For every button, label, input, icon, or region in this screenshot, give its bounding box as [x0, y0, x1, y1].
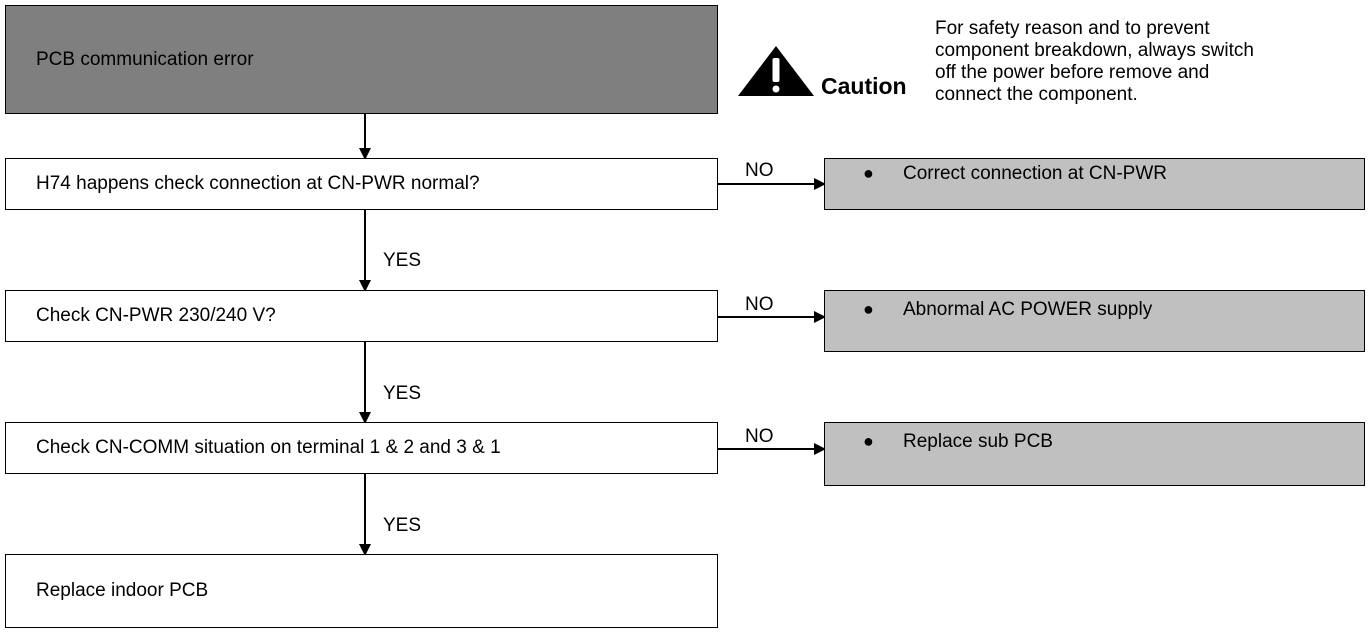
no-label: NO: [745, 426, 774, 447]
caution-note-line: connect the component.: [935, 84, 1138, 105]
final-box: Replace indoor PCB: [5, 554, 718, 628]
action-text: Correct connection at CN-PWR: [903, 163, 1167, 184]
yes-label: YES: [383, 515, 422, 536]
final-text: Replace indoor PCB: [36, 580, 209, 601]
caution-note-line: For safety reason and to prevent: [935, 18, 1210, 39]
no-label: NO: [745, 294, 774, 315]
decision-box-step3: Check CN-COMM situation on terminal 1 & …: [5, 422, 718, 474]
no-label: NO: [745, 160, 774, 181]
action-box-step1: ● Correct connection at CN-PWR: [824, 158, 1365, 210]
caution-label: Caution: [821, 73, 907, 99]
title-text: PCB communication error: [36, 48, 254, 70]
decision-text: H74 happens check connection at CN-PWR n…: [36, 173, 480, 194]
title-box: PCB communication error: [5, 5, 718, 114]
decision-text: Check CN-PWR 230/240 V?: [36, 305, 276, 326]
bullet-icon: ●: [863, 299, 874, 319]
yes-label: YES: [383, 250, 422, 271]
action-box-step3: ● Replace sub PCB: [824, 422, 1365, 486]
decision-text: Check CN-COMM situation on terminal 1 & …: [36, 437, 501, 458]
decision-box-step1: H74 happens check connection at CN-PWR n…: [5, 158, 718, 210]
caution-note: For safety reason and to prevent compone…: [935, 18, 1355, 106]
action-box-step2: ● Abnormal AC POWER supply: [824, 290, 1365, 352]
bullet-icon: ●: [863, 431, 874, 451]
caution-note-line: off the power before remove and: [935, 62, 1210, 83]
yes-label: YES: [383, 383, 422, 404]
action-text: Abnormal AC POWER supply: [903, 299, 1153, 320]
caution-note-line: component breakdown, always switch: [935, 40, 1254, 61]
decision-box-step2: Check CN-PWR 230/240 V?: [5, 290, 718, 342]
action-text: Replace sub PCB: [903, 431, 1053, 452]
warning-triangle-icon: [738, 46, 814, 96]
bullet-icon: ●: [863, 163, 874, 183]
